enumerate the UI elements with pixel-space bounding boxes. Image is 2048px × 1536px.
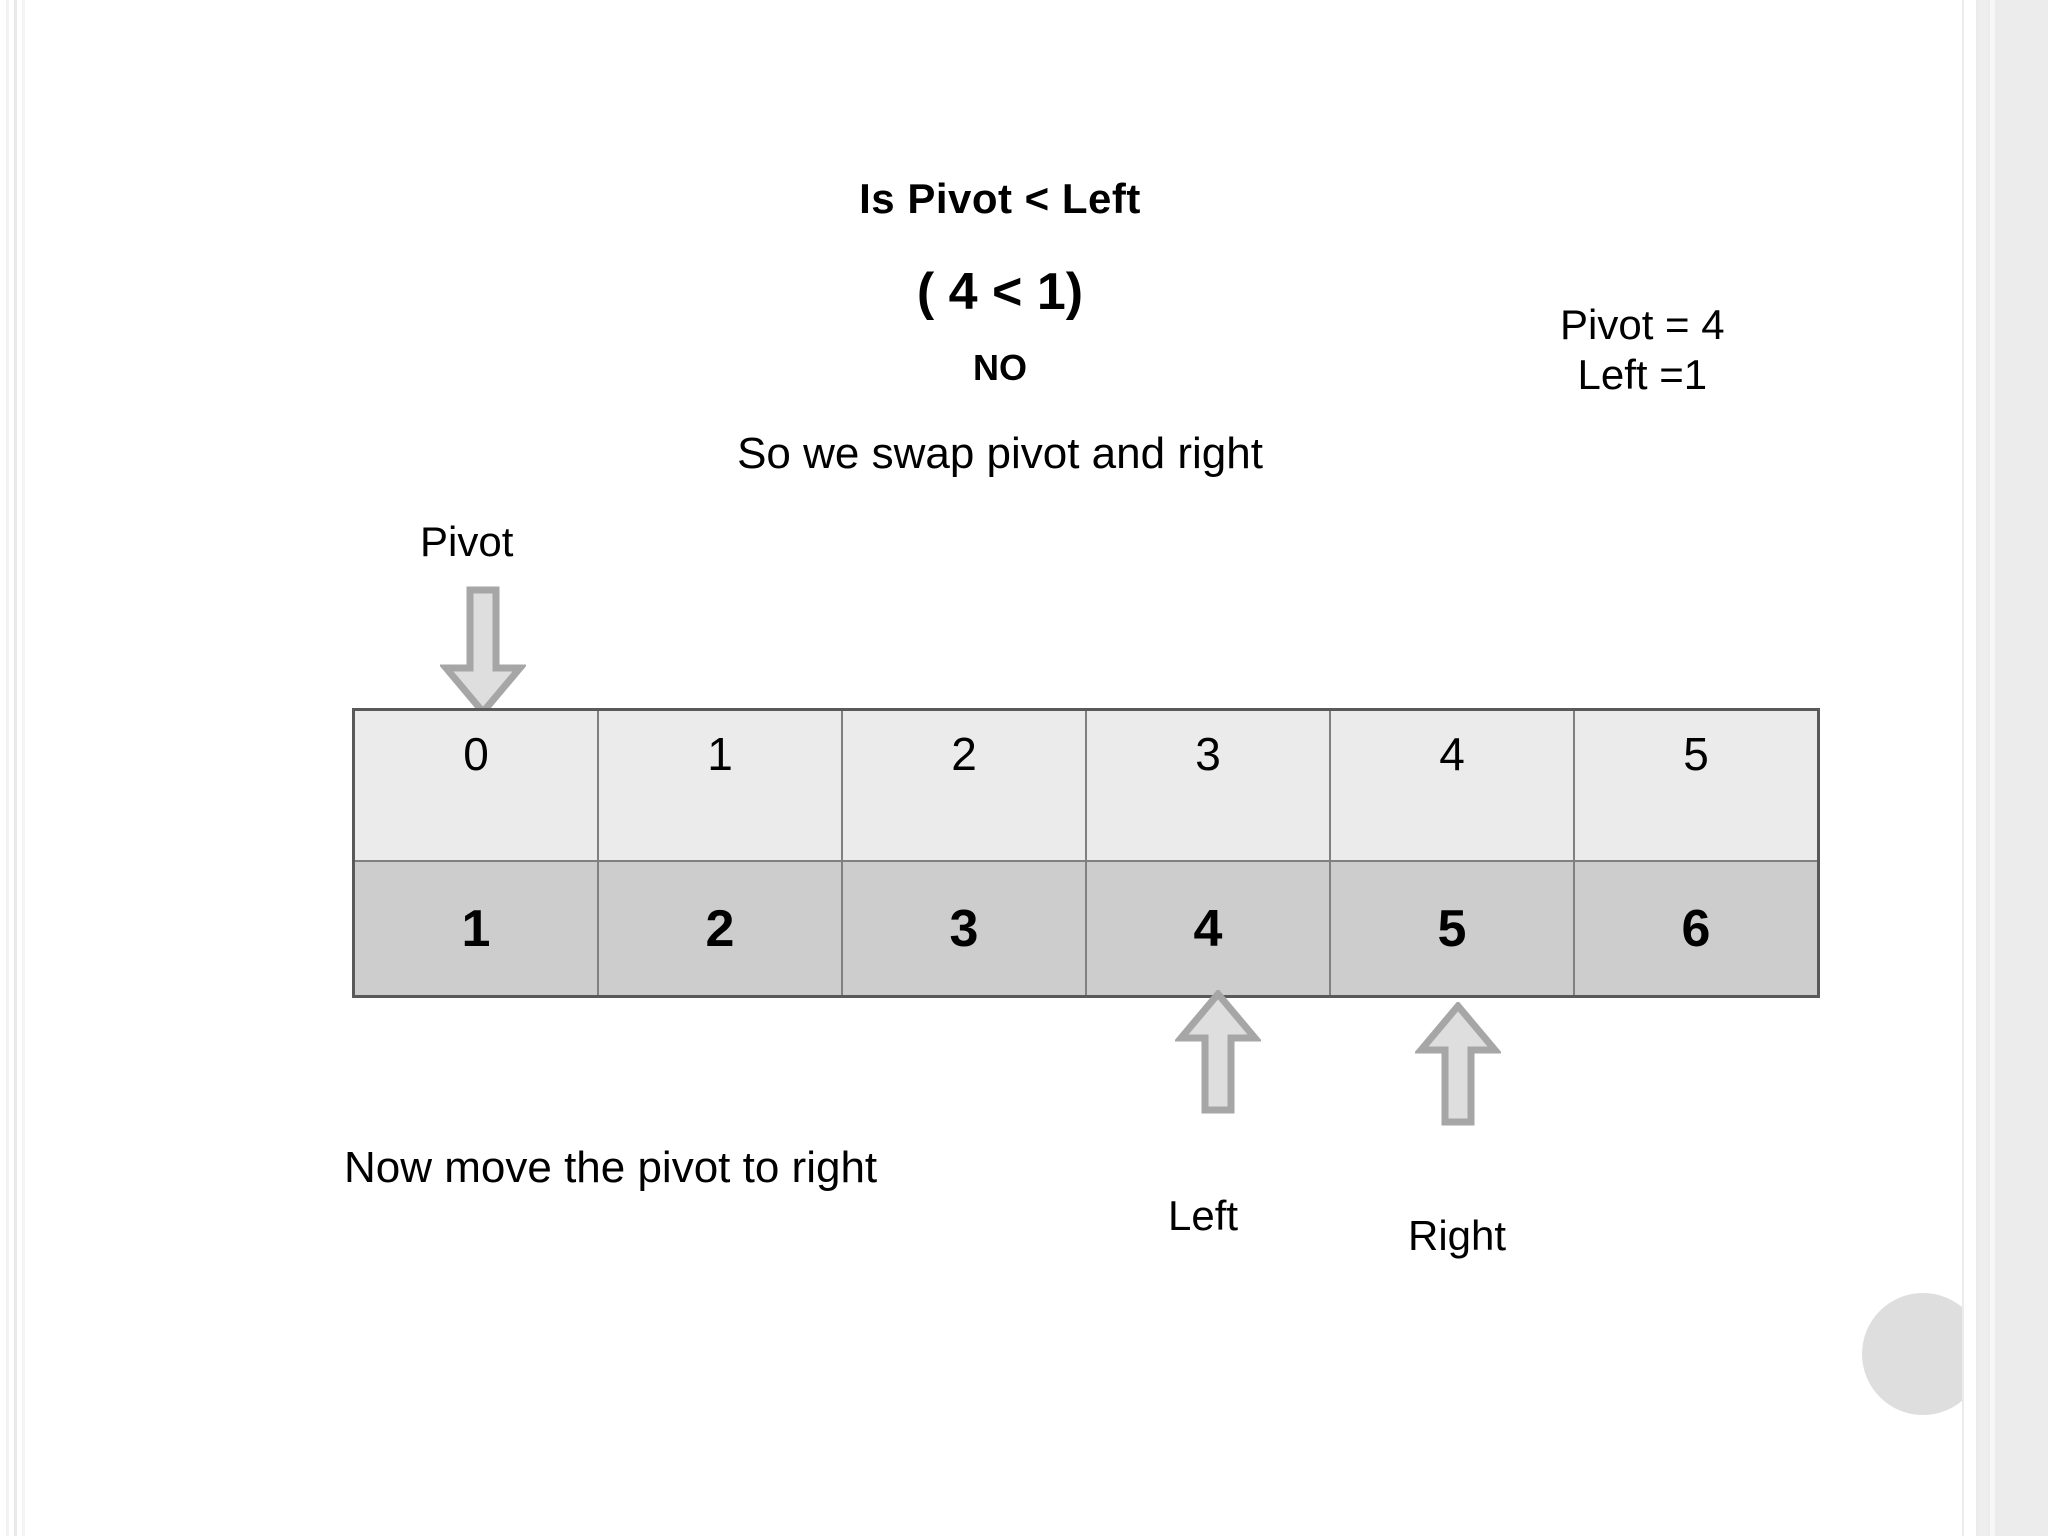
comparison-answer: NO — [973, 347, 1027, 388]
array-index-row: 0 1 2 3 4 5 — [352, 708, 1820, 862]
index-cell: 4 — [1329, 708, 1575, 862]
value-cell: 3 — [841, 860, 1087, 998]
array-value-row: 1 2 3 4 5 6 — [352, 860, 1820, 998]
left-page-gutter — [0, 0, 40, 1536]
index-cell: 3 — [1085, 708, 1331, 862]
value-cell: 4 — [1085, 860, 1331, 998]
gutter-rule-gray-1 — [1978, 0, 1988, 1536]
arrow-down-icon — [438, 586, 528, 718]
value-cell: 5 — [1329, 860, 1575, 998]
left-pointer-label: Left — [1168, 1192, 1239, 1239]
index-cell: 5 — [1573, 708, 1820, 862]
bottom-instruction: Now move the pivot to right — [344, 1143, 878, 1192]
gutter-rule-1 — [6, 0, 9, 1536]
value-cell: 6 — [1573, 860, 1820, 998]
gutter-rule-3 — [22, 0, 25, 1536]
legend-left-value: Left =1 — [1577, 351, 1708, 399]
value-cell: 2 — [597, 860, 843, 998]
index-cell: 2 — [841, 708, 1087, 862]
right-pointer-label: Right — [1408, 1212, 1507, 1259]
gutter-rule-white-1 — [1964, 0, 1976, 1536]
arrow-up-icon — [1413, 1000, 1503, 1126]
index-cell: 0 — [352, 708, 599, 862]
question-title: Is Pivot < Left — [859, 175, 1141, 222]
right-page-gutter[interactable] — [1962, 0, 2048, 1536]
gutter-rule-2 — [14, 0, 17, 1536]
pivot-left-legend: Pivot = 4 Left =1 — [1560, 300, 1725, 401]
action-instruction: So we swap pivot and right — [737, 429, 1263, 478]
value-cell: 1 — [352, 860, 599, 998]
arrow-up-icon — [1173, 988, 1263, 1114]
legend-pivot-value: Pivot = 4 — [1560, 301, 1725, 348]
pivot-pointer-label: Pivot — [420, 518, 514, 565]
gutter-rule-white-2 — [1990, 0, 1995, 1536]
gutter-panel — [1997, 0, 2048, 1536]
comparison-expression: ( 4 < 1) — [916, 263, 1084, 321]
index-cell: 1 — [597, 708, 843, 862]
array-table: 0 1 2 3 4 5 1 2 3 4 5 6 — [352, 708, 1820, 998]
